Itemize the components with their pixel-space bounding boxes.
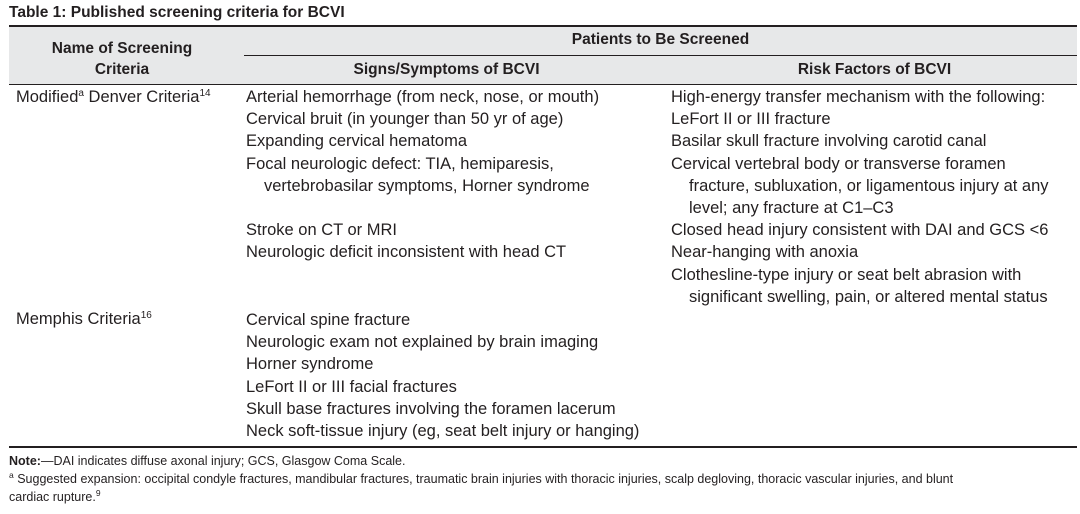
list-item: Cervical bruit (in younger than 50 yr of… [246, 110, 564, 129]
header-signs: Signs/Symptoms of BCVI [353, 61, 540, 78]
list-item: vertebrobasilar symptoms, Horner syndrom… [264, 176, 590, 195]
memphis-name: Memphis Criteria [16, 310, 141, 328]
list-item: Cervical vertebral body or transverse fo… [671, 154, 1006, 173]
list-item: High-energy transfer mechanism with the … [671, 88, 1046, 106]
list-item: Basilar skull fracture involving carotid… [671, 132, 987, 151]
row-memphis-name: Memphis Criteria16 [16, 308, 152, 330]
top-rule [9, 25, 1077, 27]
row-denver-signs: Arterial hemorrhage (from neck, nose, or… [246, 86, 599, 263]
list-item: Focal neurologic defect: TIA, hemiparesi… [246, 154, 554, 173]
table-note: Note:—DAI indicates diffuse axonal injur… [9, 452, 405, 470]
note-label: Note: [9, 454, 41, 468]
denver-ref: 14 [199, 88, 211, 99]
header-patients-group: Patients to Be Screened [571, 31, 750, 48]
header-criteria-line1: Name of Screening [51, 40, 193, 57]
footnote-text: Suggested expansion: occipital condyle f… [13, 472, 954, 486]
group-rule [244, 55, 1077, 56]
footnote-text-cont: cardiac rupture. [9, 490, 96, 504]
row-memphis-signs: Cervical spine fracture Neurologic exam … [246, 309, 639, 442]
footnote-marker: a [9, 470, 14, 480]
list-item: Horner syndrome [246, 355, 374, 374]
footnote-ref: 9 [95, 488, 101, 498]
list-item: level; any fracture at C1–C3 [689, 199, 894, 218]
denver-name-after: Denver Criteria [83, 88, 200, 106]
note-text: —DAI indicates diffuse axonal injury; GC… [40, 454, 406, 468]
header-criteria-name: Name of Screening Criteria [9, 38, 235, 80]
header-bottom-rule [9, 84, 1077, 85]
header-criteria-line2: Criteria [94, 61, 150, 78]
list-item: Cervical spine fracture [246, 311, 411, 329]
list-item: LeFort II or III fracture [671, 110, 831, 129]
row-denver-risks: High-energy transfer mechanism with the … [671, 86, 1049, 308]
table-bottom-rule [9, 446, 1077, 448]
table-footnote: a Suggested expansion: occipital condyle… [9, 470, 1077, 506]
list-item: Arterial hemorrhage (from neck, nose, or… [246, 88, 600, 106]
table-caption: Table 1: Published screening criteria fo… [9, 4, 345, 21]
row-denver-name: Modifieda Denver Criteria14 [16, 86, 211, 108]
denver-footnote-marker: a [78, 88, 84, 99]
list-item: Clothesline-type injury or seat belt abr… [671, 265, 1022, 284]
header-risk: Risk Factors of BCVI [797, 61, 952, 78]
list-item: Neurologic deficit inconsistent with hea… [246, 243, 567, 262]
memphis-ref: 16 [140, 310, 152, 321]
denver-name-before: Modified [16, 88, 79, 106]
list-item: Near-hanging with anoxia [671, 243, 859, 262]
list-item: Neurologic exam not explained by brain i… [246, 333, 599, 352]
list-item: LeFort II or III facial fractures [246, 377, 457, 396]
list-item: Closed head injury consistent with DAI a… [671, 221, 1049, 240]
list-item: Skull base fractures involving the foram… [246, 399, 616, 418]
list-item: Expanding cervical hematoma [246, 132, 468, 151]
list-item: significant swelling, pain, or altered m… [689, 287, 1048, 306]
list-item: fracture, subluxation, or ligamentous in… [689, 176, 1049, 195]
list-item: Stroke on CT or MRI [246, 221, 397, 240]
list-item: Neck soft-tissue injury (eg, seat belt i… [246, 422, 640, 441]
